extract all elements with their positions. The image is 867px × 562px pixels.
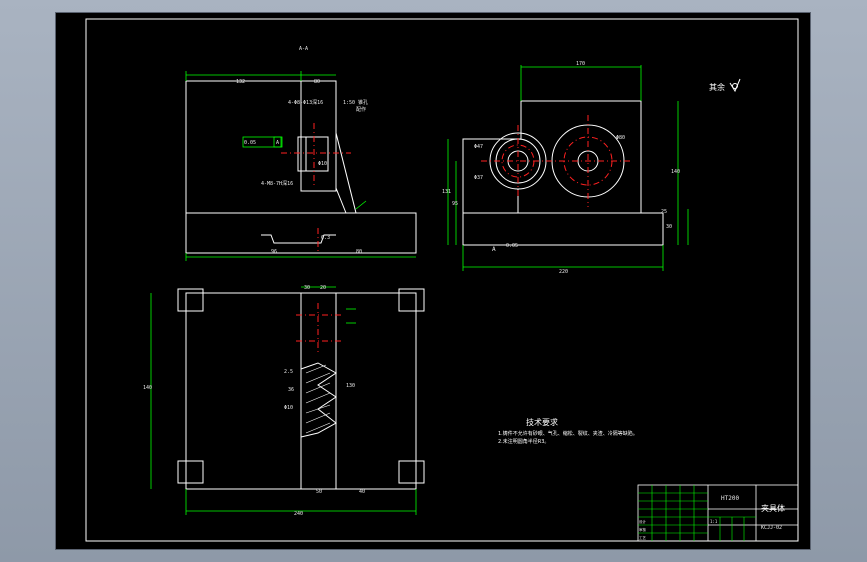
side-dims bbox=[447, 65, 689, 271]
roughness-circle-icon bbox=[732, 83, 738, 89]
side-datum: A bbox=[492, 246, 496, 253]
section-view bbox=[185, 80, 417, 254]
cad-drawing: A-A 132 80 4-Φ8-Φ13深16 1:50 锥孔 配作 0.05 A… bbox=[85, 18, 799, 542]
dim-80: 80 bbox=[314, 79, 320, 85]
label-2-5: 2.5 bbox=[284, 369, 293, 375]
dim-25: 25 bbox=[661, 209, 667, 215]
dim-36-plan: 36 bbox=[288, 387, 294, 393]
section-label: A-A bbox=[299, 46, 308, 52]
dim-220: 220 bbox=[559, 269, 568, 275]
side-centerlines bbox=[481, 115, 631, 207]
note-bore-dia: Φ10 bbox=[318, 161, 327, 167]
roughness-value: 6.3 bbox=[321, 235, 330, 241]
dim-96: 96 bbox=[271, 249, 277, 255]
label-phi47: Φ47 bbox=[474, 144, 483, 150]
dim-80b: 80 bbox=[356, 249, 362, 255]
tech-item-2: 2.未注明圆角半径R3。 bbox=[498, 438, 549, 445]
section-centerlines bbox=[281, 123, 351, 253]
dim-30: 30 bbox=[666, 224, 672, 230]
drawing-viewport[interactable]: A-A 132 80 4-Φ8-Φ13深16 1:50 锥孔 配作 0.05 A… bbox=[55, 12, 811, 550]
title-drawing-no: KCJJ-02 bbox=[761, 525, 782, 531]
dim-130-plan: 130 bbox=[346, 383, 355, 389]
title-cell-review: 审核 bbox=[639, 527, 647, 532]
drawing-frame bbox=[85, 18, 799, 542]
dim-50-plan: 50 bbox=[316, 489, 322, 495]
dim-95: 95 bbox=[452, 201, 458, 207]
title-grid bbox=[638, 485, 756, 541]
dim-132: 132 bbox=[236, 79, 245, 85]
dim-30-plan: 30 bbox=[304, 285, 310, 291]
dim-240: 240 bbox=[294, 511, 303, 517]
plan-dims bbox=[150, 286, 417, 515]
plan-view bbox=[177, 288, 425, 490]
side-datum-value: 0.05 bbox=[506, 243, 518, 249]
dim-140: 140 bbox=[671, 169, 680, 175]
finish-note: 其余 bbox=[709, 82, 725, 92]
dim-140-plan: 140 bbox=[143, 385, 152, 391]
title-part-name: 夹具体 bbox=[761, 503, 785, 513]
plan-centerlines bbox=[296, 303, 341, 355]
label-phi10-plan: Φ10 bbox=[284, 405, 293, 411]
tech-heading: 技术要求 bbox=[526, 417, 558, 427]
section-dims bbox=[185, 71, 416, 261]
label-phi80: Φ80 bbox=[616, 135, 625, 141]
note-bore: 4-M8-7H深16 bbox=[261, 180, 293, 187]
note-pin: 配作 bbox=[356, 106, 366, 113]
dim-170: 170 bbox=[576, 61, 585, 67]
side-view bbox=[462, 100, 664, 246]
label-phi37: Φ37 bbox=[474, 175, 483, 181]
title-cell-design: 设计 bbox=[639, 519, 647, 524]
dim-131: 131 bbox=[442, 189, 451, 195]
title-cell-process: 工艺 bbox=[639, 535, 647, 540]
note-holes: 4-Φ8-Φ13深16 bbox=[288, 99, 323, 106]
flatness-value: 0.05 bbox=[244, 140, 256, 146]
note-taper: 1:50 锥孔 bbox=[343, 99, 368, 106]
plan-hatch bbox=[305, 364, 331, 434]
roughness-symbol-icon bbox=[729, 78, 741, 93]
title-material: HT200 bbox=[721, 495, 739, 502]
title-scale: 1:1 bbox=[710, 519, 718, 524]
dim-20-plan: 20 bbox=[320, 285, 326, 291]
flatness-datum: A bbox=[276, 140, 279, 146]
tech-item-1: 1.铸件不允许有砂眼、气孔、缩松、裂纹、夹渣、冷隔等缺陷。 bbox=[498, 430, 638, 437]
dim-40-plan: 40 bbox=[359, 489, 365, 495]
title-block bbox=[637, 484, 799, 542]
